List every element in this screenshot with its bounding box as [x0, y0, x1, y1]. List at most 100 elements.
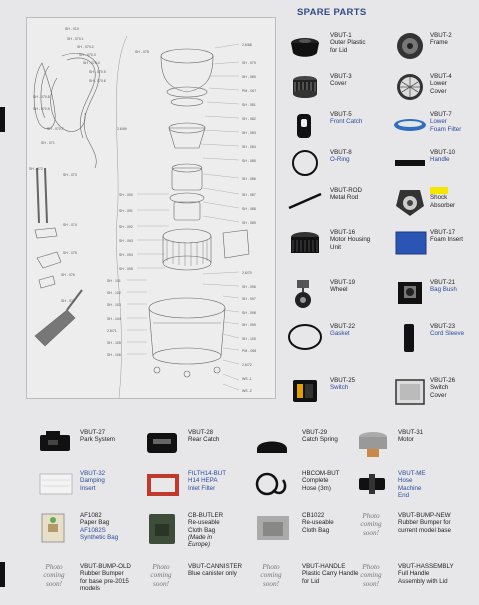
bottom-part-image	[38, 512, 74, 549]
part-description: Cover	[430, 87, 447, 95]
svg-text:SH - 070.8: SH - 070.8	[33, 95, 50, 99]
part-description: Handle	[430, 156, 450, 164]
front-catch-icon	[287, 110, 323, 145]
part-code: VBUT-28	[188, 429, 214, 436]
svg-text:SH - 104: SH - 104	[107, 317, 121, 321]
part-description: Front Catch	[330, 118, 363, 126]
part-code: VBUT-CANNISTER	[188, 563, 242, 570]
part-description: Gasket	[330, 330, 350, 338]
svg-text:SH - 078: SH - 078	[135, 50, 149, 54]
svg-text:SH - 074: SH - 074	[63, 223, 77, 227]
part-code: VBUT-4	[430, 73, 452, 80]
part-description: Lower	[430, 118, 447, 126]
part-description: Motor	[398, 436, 414, 444]
part-description: Machine	[398, 484, 422, 492]
photo-coming-soon-word: Photo	[45, 563, 63, 571]
part-description: Wheel	[330, 286, 348, 294]
bottom-part-image	[38, 429, 74, 466]
svg-text:SH - 083: SH - 083	[242, 131, 256, 135]
part-description: Inlet Filter	[188, 484, 216, 492]
svg-text:SH - 075: SH - 075	[63, 251, 77, 255]
part-description: Catch Spring	[302, 436, 338, 444]
part-description: Cover	[430, 391, 447, 399]
photo-coming-soon-word: coming	[150, 571, 172, 580]
part-description: Foam Insert	[430, 236, 464, 244]
svg-text:SH - 092: SH - 092	[119, 225, 133, 229]
svg-text:SH - 070.6: SH - 070.6	[89, 79, 106, 83]
part-description: Unit	[330, 243, 342, 251]
part-code: CB1022	[302, 512, 325, 519]
svg-text:SH - 094: SH - 094	[119, 253, 133, 257]
svg-text:SH - 102: SH - 102	[107, 291, 121, 295]
part-description: current model base	[398, 526, 451, 534]
part-code: AF1082	[80, 512, 102, 519]
part-description: Cloth Bag	[302, 526, 330, 534]
shock-absorber-icon	[392, 186, 428, 221]
svg-text:SH - 072: SH - 072	[29, 167, 43, 171]
part-code: VBUT-BUMP-NEW	[398, 512, 451, 519]
part-description: models	[80, 584, 100, 592]
part-description: Switch	[330, 384, 349, 392]
svg-text:SH - 099: SH - 099	[242, 323, 256, 327]
svg-text:SH - 087: SH - 087	[242, 193, 256, 197]
part-description: Damping	[80, 477, 105, 485]
exploded-parts-diagram: SH - 010 SH - 070.1 SH - 070.2 SH - 070.…	[26, 17, 276, 399]
svg-text:SH - 070.3: SH - 070.3	[79, 53, 96, 57]
svg-text:SH - 070.9: SH - 070.9	[33, 107, 50, 111]
lid-cover-icon	[287, 31, 323, 66]
part-description: Outer Plastic	[330, 39, 366, 47]
part-description: Metal Rod	[330, 194, 359, 202]
photo-coming-soon-word: coming	[360, 571, 382, 580]
part-description: for Lid	[330, 46, 348, 54]
part-description: Plastic Carry Handle	[302, 570, 359, 578]
svg-text:SH - 093: SH - 093	[119, 239, 133, 243]
bag-bush-icon	[392, 278, 428, 313]
bottom-part-image	[38, 470, 74, 507]
bottom-part-image	[145, 429, 181, 466]
svg-text:SH - 106: SH - 106	[107, 353, 121, 357]
part-description: O-Ring	[330, 156, 350, 164]
svg-text:SH - 089: SH - 089	[242, 221, 256, 225]
part-code: VBUT-3	[330, 73, 352, 80]
svg-text:SH - 076: SH - 076	[61, 273, 75, 277]
bottom-part-image	[145, 470, 181, 507]
bottom-part-image	[255, 429, 291, 466]
svg-text:SH - 097: SH - 097	[242, 297, 256, 301]
part-description: Frame	[430, 39, 448, 47]
switch-icon	[287, 376, 323, 411]
part-code: VBUT-25	[330, 377, 356, 384]
bottom-part-image	[255, 512, 291, 549]
part-description: (Made in	[188, 533, 213, 541]
part-code: VBUT-5	[330, 111, 352, 118]
part-description: Europe)	[188, 541, 211, 549]
part-code: CB-BUTLER	[188, 512, 224, 519]
svg-text:SH - 070.1: SH - 070.1	[67, 37, 84, 41]
part-code: VBUT-21	[430, 279, 456, 286]
part-description: Rubber Bumper for	[398, 519, 451, 527]
svg-text:SH - 100: SH - 100	[242, 337, 256, 341]
svg-text:SH - 091: SH - 091	[119, 209, 133, 213]
svg-text:SH - 070.5: SH - 070.5	[89, 70, 106, 74]
svg-text:SH - 010: SH - 010	[65, 27, 79, 31]
part-code: VBUT-10	[430, 149, 456, 156]
photo-coming-soon-word: coming	[43, 571, 65, 580]
part-code: VBUT-16	[330, 229, 356, 236]
part-code: VBUT-31	[398, 429, 424, 436]
